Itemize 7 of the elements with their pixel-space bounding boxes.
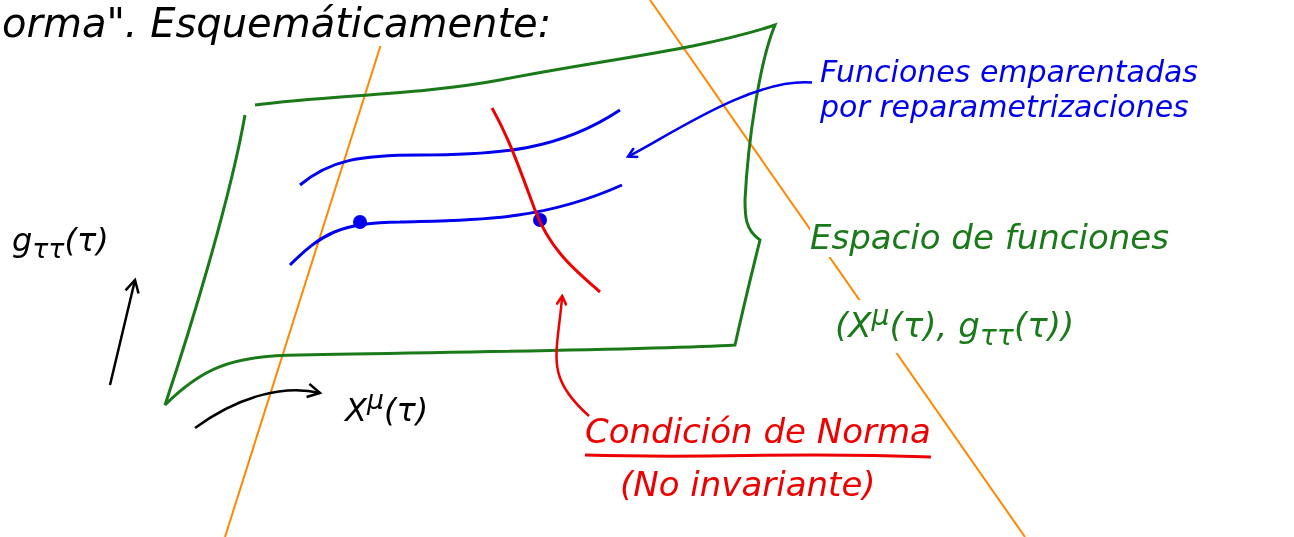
curve-drawing (288, 108, 623, 267)
note-text: (No invariante) (620, 465, 876, 505)
annotation-text: Funciones emparentadas por reparametrizaciones (820, 55, 1200, 124)
leader-arrow (555, 294, 590, 417)
heading-text: Condición de Norma (585, 412, 931, 452)
curve-drawing (490, 107, 601, 294)
leader-arrow (626, 81, 812, 158)
